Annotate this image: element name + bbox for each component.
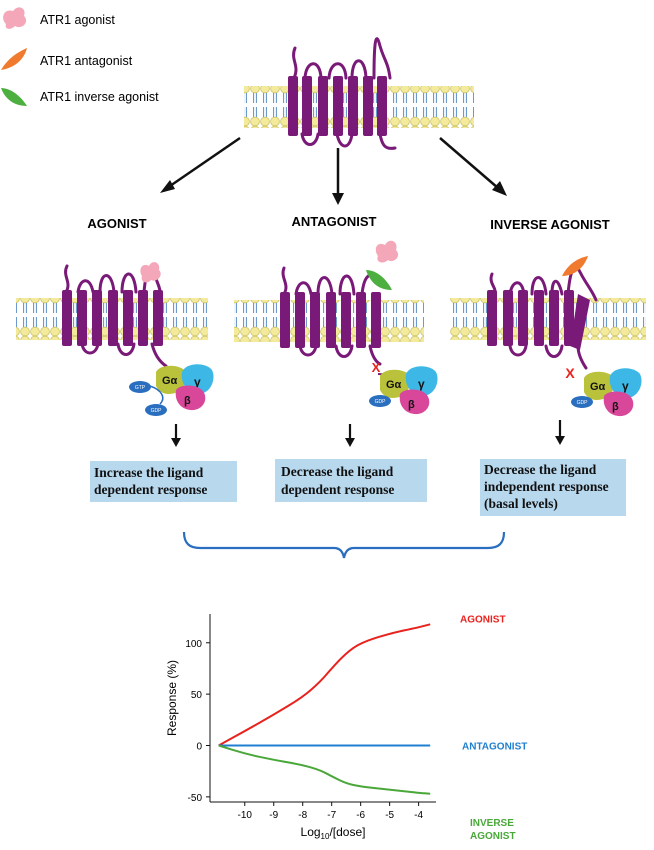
g-alpha-label: Gα [162,375,178,387]
chart-axes: 100 50 0 -50 -10 -9 -8 -7 -6 -5 -4 [185,614,436,821]
top-receptor-membrane [244,86,474,128]
y-tick-label: 50 [191,690,203,701]
g-gamma-icon [609,368,642,398]
response-agonist-line-2: dependent response [94,482,208,497]
chart-series-labels: AGONIST ANTAGONIST INVERSE AGONIST [460,614,527,842]
inverse-agonist-curve-label-line: AGONIST [470,831,516,842]
gdp-icon [369,395,391,407]
gtp-icon [129,381,151,393]
heading-antagonist: ANTAGONIST [292,214,377,229]
displaced-agonist-icon [375,240,399,263]
response-box-agonist: Increase the ligand dependent response [90,461,237,502]
inverse-agonist-curve [218,744,431,795]
x-tick-label: -6 [356,810,365,821]
y-tick-label: 100 [185,639,202,650]
antagonist-block-mark: X [372,360,381,375]
agonist-ligand-icon [3,7,27,29]
inverse-agonist-curve-label-line: INVERSE [470,818,514,829]
g-alpha-label: Gα [590,381,606,393]
legend-label-inverse-agonist: ATR1 inverse agonist [40,90,159,104]
y-tick-label: -50 [188,793,203,804]
response-inverse-line-2: independent response [484,479,609,494]
x-tick-label: -4 [414,810,423,821]
gdp-icon [145,404,167,416]
x-axis-title-main: Log [301,825,321,839]
inverse-agonist-ligand-icon [1,88,27,106]
agonist-bound-ligand-icon [140,262,161,283]
x-axis-title: Log10/[dose] [301,825,366,841]
g-alpha-icon [380,369,410,398]
inverse-agonist-bound-ligand-icon [562,256,588,276]
x-axis-title-subscript: 10 [321,832,330,841]
inverse-agonist-panel: X Gα γ β GDP [450,256,646,417]
dose-response-chart: 100 50 0 -50 -10 -9 -8 -7 -6 -5 -4 AGONIST ANTAGONI… [165,614,527,842]
g-beta-label: β [408,399,415,411]
y-tick-label: 0 [196,741,202,752]
antagonist-panel: X Gα γ β GDP [234,240,438,415]
gdp-label: GDP [577,400,589,406]
g-gamma-icon [405,366,438,396]
g-beta-icon [603,391,634,417]
response-inverse-line-3: (basal levels) [484,496,558,511]
heading-inverse-agonist: INVERSE AGONIST [490,217,609,232]
response-agonist-line-1: Increase the ligand [94,465,204,480]
g-beta-label: β [184,395,191,407]
g-alpha-icon [156,365,186,394]
response-box-inverse-agonist: Decrease the ligand independent response… [480,459,626,516]
inverse-agonist-curve-label: INVERSE AGONIST [470,818,516,842]
g-beta-label: β [612,401,619,413]
top-receptor [288,37,397,150]
g-beta-icon [399,389,430,415]
x-axis-title-suffix: /[dose] [329,825,365,839]
g-gamma-label: γ [194,375,201,389]
response-arrows [171,420,565,447]
g-beta-icon [175,385,206,411]
heading-agonist: AGONIST [87,216,146,231]
g-alpha-icon [584,371,614,400]
y-axis-title: Response (%) [165,660,179,736]
x-tick-label: -7 [327,810,336,821]
response-antagonist-line-1: Decrease the ligand [281,464,394,479]
gtp-label: GTP [135,385,146,391]
agonist-curve-label-line: AGONIST [460,614,506,625]
legend-label-agonist: ATR1 agonist [40,13,115,27]
response-inverse-line-1: Decrease the ligand [484,462,597,477]
gdp-icon [571,396,593,408]
g-gamma-label: γ [622,379,629,393]
x-tick-label: -5 [385,810,394,821]
chart-series [218,623,431,795]
gdp-label: GDP [151,408,163,414]
branch-arrows [160,136,507,205]
agonist-curve-label: AGONIST [460,614,506,625]
response-box-antagonist: Decrease the ligand dependent response [275,459,427,502]
antagonist-curve-label-line: ANTAGONIST [462,741,527,752]
x-tick-label: -10 [238,810,253,821]
legend-item-inverse-agonist: ATR1 inverse agonist [1,88,159,106]
x-tick-label: -8 [298,810,307,821]
summary-bracket [182,531,506,559]
legend-item-agonist: ATR1 agonist [3,7,115,29]
antagonist-curve-label: ANTAGONIST [462,741,527,752]
gdp-label: GDP [375,399,387,405]
legend-label-antagonist: ATR1 antagonist [40,54,133,68]
agonist-curve [218,623,431,747]
antagonist-ligand-icon [1,48,27,70]
agonist-panel: Gα γ β GTP GDP [16,262,214,416]
response-antagonist-line-2: dependent response [281,482,395,497]
inverse-block-mark: X [565,365,575,381]
legend: ATR1 agonist ATR1 antagonist ATR1 invers… [1,7,159,106]
legend-item-antagonist: ATR1 antagonist [1,48,133,70]
g-gamma-label: γ [418,377,425,391]
antagonist-bound-ligand-icon [366,270,392,290]
x-tick-label: -9 [269,810,278,821]
g-alpha-label: Gα [386,379,402,391]
